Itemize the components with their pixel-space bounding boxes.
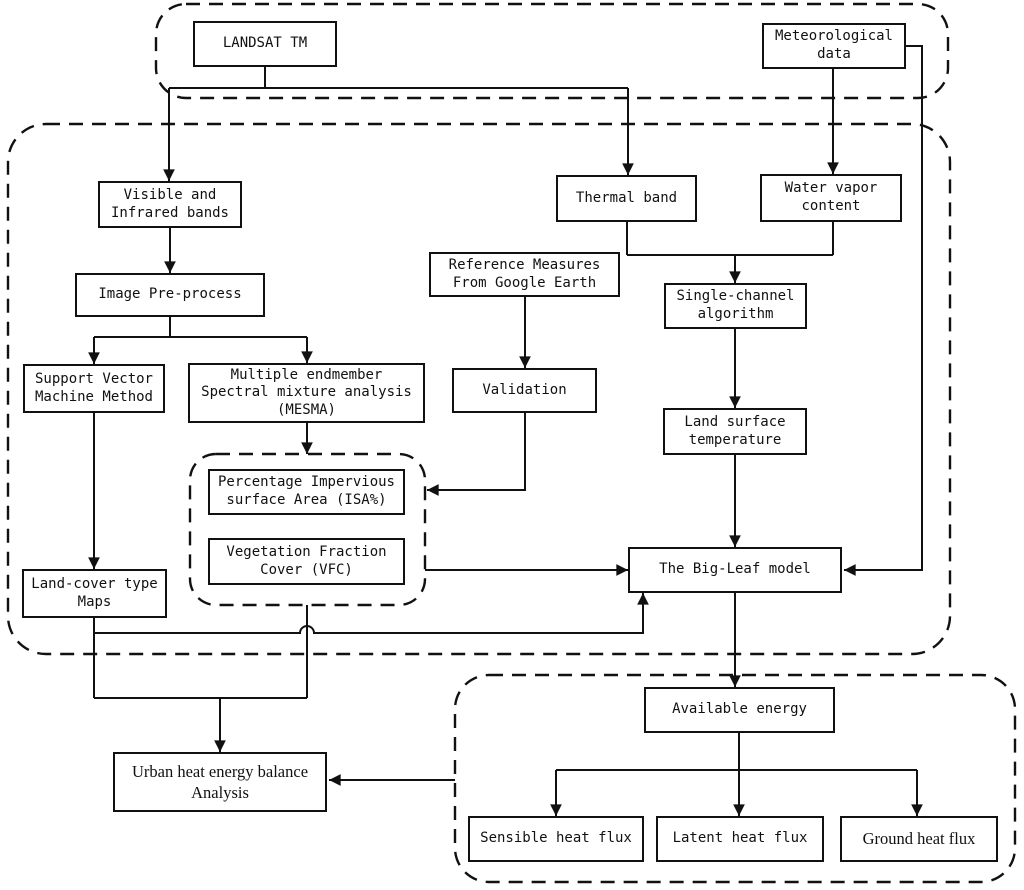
node-validation: Validation	[452, 368, 597, 413]
node-sensible-heat-flux: Sensible heat flux	[468, 816, 644, 862]
node-single-channel-algorithm: Single-channel algorithm	[664, 283, 807, 329]
node-meteorological-data: Meteorological data	[762, 23, 906, 69]
node-land-cover-type-maps: Land-cover type Maps	[22, 569, 167, 618]
edge-preprocess-stub	[94, 317, 307, 338]
node-big-leaf-model: The Big-Leaf model	[628, 547, 842, 593]
processing-group	[6, 122, 952, 656]
node-latent-heat-flux: Latent heat flux	[656, 816, 824, 862]
node-land-surface-temperature: Land surface temperature	[663, 408, 807, 455]
node-reference-measures: Reference Measures From Google Earth	[429, 252, 620, 297]
edge-landcover-bigleaf-hop	[94, 593, 649, 634]
node-support-vector-machine: Support Vector Machine Method	[23, 364, 165, 413]
node-available-energy: Available energy	[644, 687, 835, 733]
input-data-group	[154, 2, 950, 100]
node-vegetation-fraction-cover: Vegetation Fraction Cover (VFC)	[208, 538, 405, 585]
node-urban-heat-analysis: Urban heat energy balance Analysis	[113, 752, 327, 812]
edge-met-bigleaf-bypass	[844, 45, 923, 576]
node-mesma: Multiple endmember Spectral mixture anal…	[188, 363, 425, 423]
node-image-preprocess: Image Pre-process	[75, 273, 265, 317]
edge-available-split	[556, 733, 917, 771]
node-thermal-band: Thermal band	[556, 175, 697, 222]
node-visible-infrared-bands: Visible and Infrared bands	[98, 181, 242, 228]
edge-validation-fractiongroup	[427, 413, 526, 496]
node-impervious-surface-area: Percentage Impervious surface Area (ISA%…	[208, 469, 405, 515]
node-ground-heat-flux: Ground heat flux	[840, 816, 998, 862]
edge-thermal-vapor-merge	[626, 222, 834, 256]
node-landsat-tm: LANDSAT TM	[193, 21, 337, 67]
node-water-vapor-content: Water vapor content	[760, 174, 902, 222]
